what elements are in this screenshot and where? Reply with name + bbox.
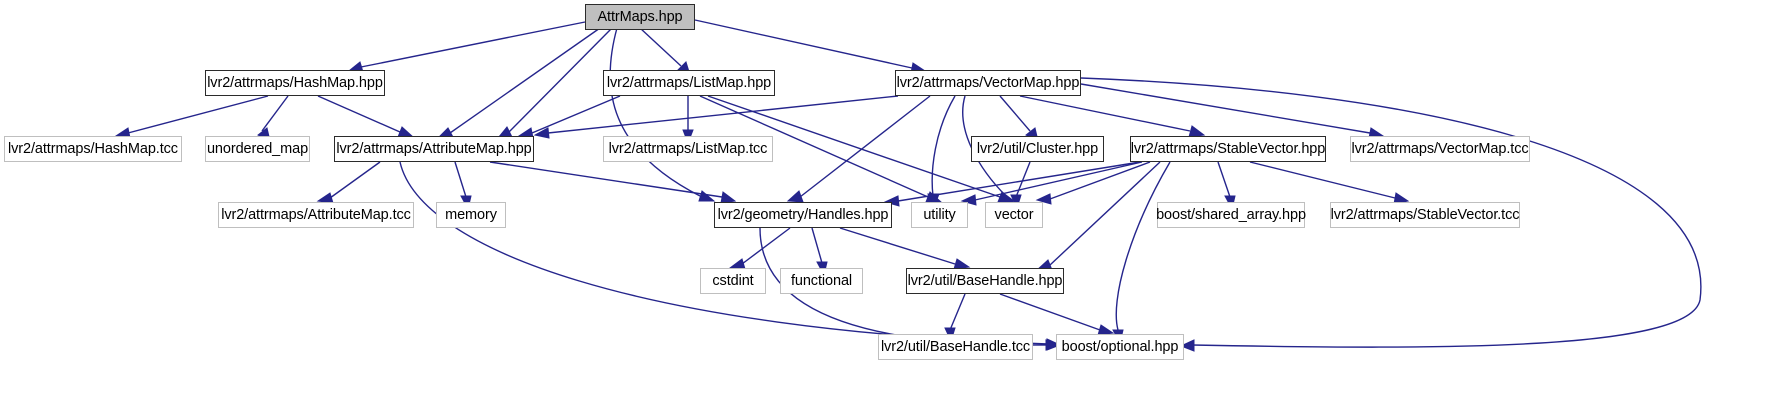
node-label: lvr2/util/BaseHandle.hpp [907, 272, 1063, 289]
node-label: lvr2/attrmaps/AttributeMap.tcc [221, 206, 411, 223]
node-label: AttrMaps.hpp [597, 8, 683, 25]
graph-node-cluster-hpp[interactable]: lvr2/util/Cluster.hpp [971, 136, 1104, 162]
graph-node-hashmap-tcc[interactable]: lvr2/attrmaps/HashMap.tcc [4, 136, 182, 162]
node-label: lvr2/attrmaps/VectorMap.tcc [1351, 140, 1529, 157]
node-label: utility [923, 206, 956, 223]
node-label: cstdint [712, 272, 754, 289]
node-label: unordered_map [206, 140, 309, 157]
graph-node-vectormap-tcc[interactable]: lvr2/attrmaps/VectorMap.tcc [1350, 136, 1530, 162]
node-label: lvr2/util/Cluster.hpp [976, 140, 1099, 157]
node-label: lvr2/attrmaps/ListMap.tcc [608, 140, 768, 157]
node-label: vector [994, 206, 1034, 223]
graph-node-attributemap-hpp[interactable]: lvr2/attrmaps/AttributeMap.hpp [334, 136, 534, 162]
graph-node-cstdint[interactable]: cstdint [700, 268, 766, 294]
node-label: boost/shared_array.hpp [1156, 206, 1306, 223]
node-label: lvr2/geometry/Handles.hpp [717, 206, 889, 223]
node-label: lvr2/attrmaps/StableVector.tcc [1330, 206, 1520, 223]
graph-node-listmap-hpp[interactable]: lvr2/attrmaps/ListMap.hpp [603, 70, 775, 96]
graph-node-vector[interactable]: vector [985, 202, 1043, 228]
node-label: lvr2/attrmaps/AttributeMap.hpp [336, 140, 532, 157]
graph-node-listmap-tcc[interactable]: lvr2/attrmaps/ListMap.tcc [603, 136, 773, 162]
node-label: functional [790, 272, 853, 289]
graph-node-vectormap-hpp[interactable]: lvr2/attrmaps/VectorMap.hpp [895, 70, 1081, 96]
node-label: lvr2/attrmaps/ListMap.hpp [606, 74, 772, 91]
graph-node-basehandle-hpp[interactable]: lvr2/util/BaseHandle.hpp [906, 268, 1064, 294]
graph-node-functional[interactable]: functional [780, 268, 863, 294]
graph-node-attributemap-tcc[interactable]: lvr2/attrmaps/AttributeMap.tcc [218, 202, 414, 228]
graph-node-stablevector-hpp[interactable]: lvr2/attrmaps/StableVector.hpp [1130, 136, 1326, 162]
node-label: memory [445, 206, 497, 223]
graph-node-boost-shared-array-hpp[interactable]: boost/shared_array.hpp [1156, 202, 1306, 228]
node-label: lvr2/attrmaps/HashMap.hpp [207, 74, 383, 91]
graph-node-hashmap-hpp[interactable]: lvr2/attrmaps/HashMap.hpp [205, 70, 385, 96]
graph-node-unordered-map[interactable]: unordered_map [205, 136, 310, 162]
graph-node-handles-hpp[interactable]: lvr2/geometry/Handles.hpp [714, 202, 892, 228]
node-label: lvr2/attrmaps/HashMap.tcc [8, 140, 178, 157]
graph-node-stablevector-tcc[interactable]: lvr2/attrmaps/StableVector.tcc [1330, 202, 1520, 228]
graph-node-memory[interactable]: memory [436, 202, 506, 228]
node-label: boost/optional.hpp [1061, 338, 1179, 355]
node-label: lvr2/attrmaps/VectorMap.hpp [896, 74, 1080, 91]
graph-node-basehandle-tcc[interactable]: lvr2/util/BaseHandle.tcc [878, 334, 1033, 360]
node-label: lvr2/util/BaseHandle.tcc [880, 338, 1031, 355]
node-label: lvr2/attrmaps/StableVector.hpp [1130, 140, 1326, 157]
graph-node-boost-optional-hpp[interactable]: boost/optional.hpp [1056, 334, 1184, 360]
graph-node-attrmaps-hpp[interactable]: AttrMaps.hpp [585, 4, 695, 30]
graph-node-utility[interactable]: utility [911, 202, 968, 228]
